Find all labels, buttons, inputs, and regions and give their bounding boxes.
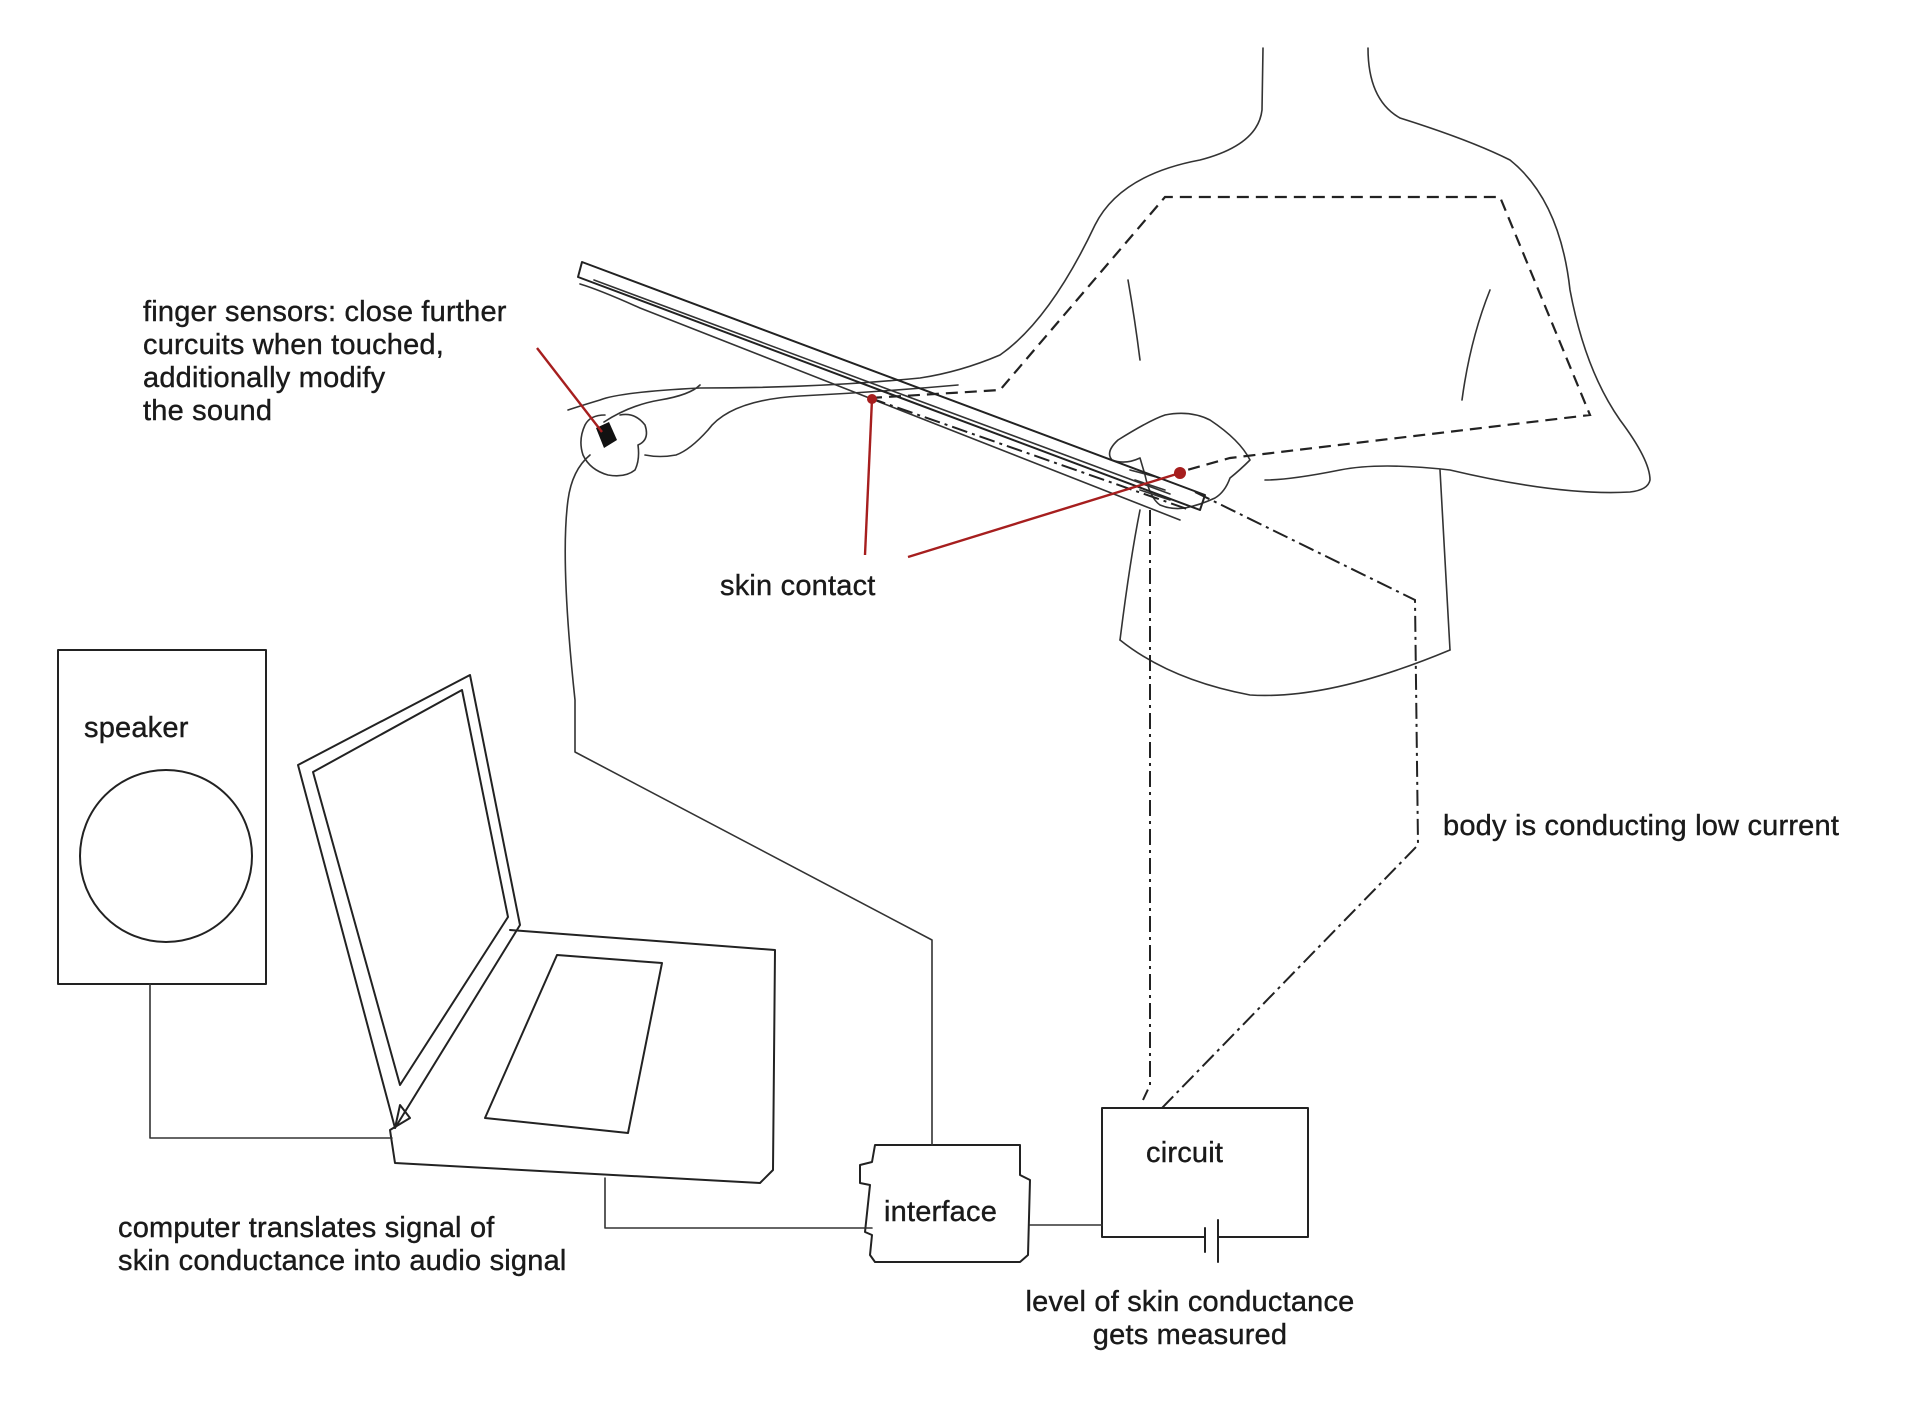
circuit-device: [1101, 1107, 1309, 1263]
current-lead-left: [1142, 510, 1151, 1101]
level-label: level of skin conductance gets measured: [1025, 1286, 1355, 1351]
left-arm: [603, 384, 959, 458]
sensor-to-interface-wire: [564, 454, 933, 1146]
speaker-label: speaker: [84, 712, 189, 744]
torso-bottom: [1119, 639, 1451, 697]
speaker-to-laptop-wire: [149, 983, 393, 1139]
finger-sensor-pointer: [536, 347, 603, 433]
instrument-stick: [577, 261, 1206, 521]
current-lead-right: [1159, 491, 1420, 1111]
laptop-to-interface-wire: [604, 1177, 873, 1229]
finger-sensor-pad: [596, 422, 617, 448]
neck-and-shoulder-right: [1264, 47, 1651, 494]
laptop: [297, 674, 776, 1184]
speaker-device: [57, 649, 267, 985]
laptop-base: [389, 929, 776, 1184]
torso-left-side: [1119, 279, 1141, 641]
current-stick-line: [869, 397, 1191, 511]
interface-device: [859, 1144, 1031, 1263]
laptop-screen-inner: [312, 689, 509, 1086]
connection-wires: [149, 454, 1103, 1229]
interface-label: interface: [884, 1196, 998, 1228]
skin-contact-pointer-left: [863, 398, 874, 556]
skin-contact-pointers: [536, 347, 1186, 559]
human-figure: [567, 47, 1651, 697]
right-hand: [1108, 412, 1251, 510]
finger-sensors-label: finger sensors: close further curcuits w…: [143, 296, 507, 427]
interface-box: [859, 1144, 1031, 1263]
computer-label: computer translates signal of skin condu…: [118, 1212, 567, 1277]
skin-contact-label: skin contact: [720, 570, 876, 602]
stick-cable-line: [579, 283, 1181, 521]
current-loop-upper: [869, 195, 1592, 474]
left-hand: [580, 413, 648, 477]
skin-contact-pointer-right: [907, 471, 1181, 559]
laptop-touchpad: [484, 954, 663, 1134]
circuit-label: circuit: [1146, 1137, 1224, 1169]
laptop-screen: [297, 674, 521, 1129]
body-current-path: [869, 195, 1592, 1111]
circuit-box: [1101, 1107, 1309, 1238]
stick-outline: [577, 261, 1206, 511]
neck-and-shoulder-left: [567, 47, 1264, 411]
stick-inner-line: [593, 279, 1171, 495]
speaker-cone: [79, 769, 253, 943]
speaker-box: [57, 649, 267, 985]
torso-right-side: [1439, 289, 1491, 651]
body-conducting-label: body is conducting low current: [1443, 810, 1840, 842]
